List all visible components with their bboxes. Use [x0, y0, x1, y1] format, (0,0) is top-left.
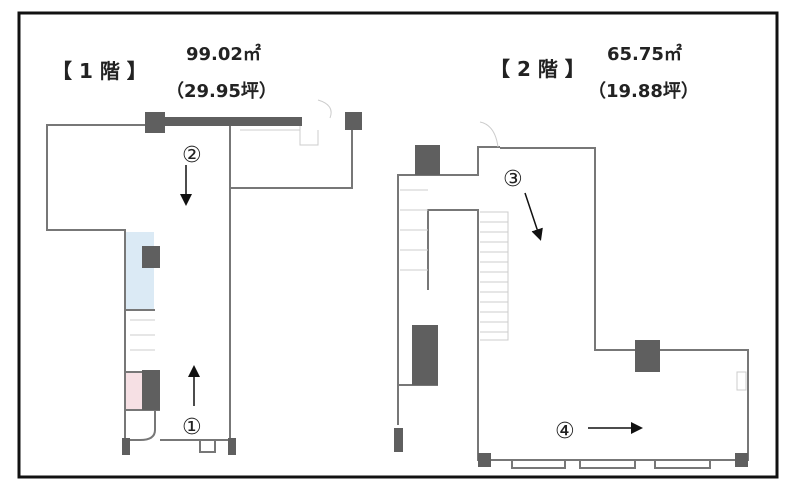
marker-1: ① — [182, 415, 202, 440]
pillar — [478, 453, 491, 467]
pillar — [142, 370, 160, 410]
outer-frame — [17, 11, 779, 479]
floor2-plan — [394, 121, 749, 469]
floor2-area-sqm: 65.75㎡ — [607, 43, 682, 65]
floor2-area-tsubo: （19.88坪） — [588, 81, 699, 102]
floor1-title: 【 1 階 】 — [52, 59, 147, 83]
pillar — [122, 438, 130, 455]
pillar — [142, 246, 160, 268]
marker-3: ③ — [503, 167, 523, 192]
floor1-area-sqm: 99.02㎡ — [186, 43, 261, 65]
pillar — [228, 438, 236, 455]
pillar — [412, 325, 438, 385]
pillar — [415, 145, 440, 175]
marker-4: ④ — [555, 419, 575, 444]
floor2-title: 【 2 階 】 — [490, 57, 585, 81]
marker-2: ② — [182, 143, 202, 168]
view-arrow-3 — [524, 192, 543, 241]
pillar — [635, 340, 660, 372]
pillar — [394, 428, 403, 452]
pillar — [145, 112, 165, 133]
floor1-plan — [46, 99, 362, 455]
pillar — [735, 453, 748, 467]
floor1-area-tsubo: （29.95坪） — [166, 81, 277, 102]
pillar — [345, 112, 362, 130]
